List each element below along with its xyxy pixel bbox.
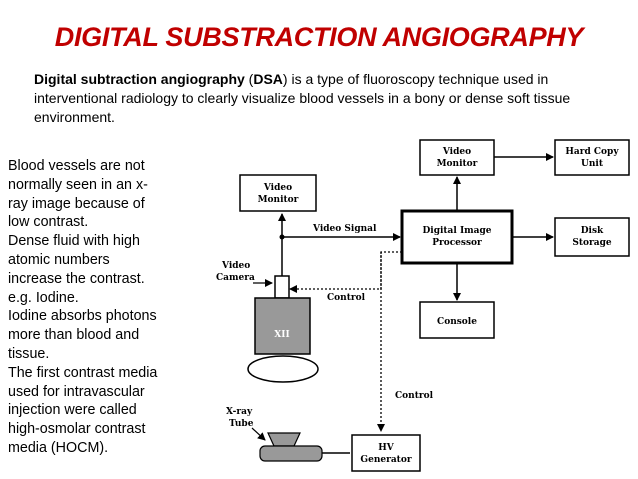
hard-copy-unit-box [554, 139, 630, 176]
hard-copy-label-1: Hard Copy [565, 147, 619, 157]
side-line: Blood vessels are not [8, 158, 145, 174]
video-monitor-left-box [239, 174, 317, 212]
video-monitor-right-label-1: Video [442, 147, 471, 157]
side-line: media (HOCM). [8, 439, 109, 456]
page-title: DIGITAL SUBSTRACTION ANGIOGRAPHY [54, 22, 584, 52]
side-line: high-osmolar contrast [8, 421, 146, 438]
patient-ellipse [247, 355, 319, 383]
video-camera-label-1: Video [221, 261, 250, 271]
disk-storage-box [554, 217, 630, 257]
video-monitor-right-box [419, 139, 495, 176]
xray-tube-pointer [251, 427, 266, 441]
xray-tube [267, 432, 301, 447]
video-monitor-left-label-2: Monitor [258, 195, 299, 205]
side-line: Dense fluid with high [8, 233, 140, 250]
video-camera-label-2: Camera [216, 273, 255, 283]
hv-generator-box [351, 434, 421, 472]
intro-open: ( [244, 71, 254, 87]
video-signal-label: Video Signal [312, 224, 377, 234]
intro-abbr: DSA [253, 71, 283, 87]
control-line-upper [289, 251, 402, 293]
intro-rest: ) is a type of fluoroscopy technique use… [34, 71, 571, 125]
side-line: Iodine absorbs photons [8, 308, 157, 325]
digital-image-processor-box [400, 209, 514, 265]
xray-tube-label-1: X-ray [226, 407, 253, 417]
video-monitor-right-label-2: Monitor [437, 159, 478, 169]
processor-label-2: Processor [432, 238, 482, 248]
xray-tube-housing [259, 445, 323, 462]
control-lower-label: Control [395, 391, 434, 401]
video-monitor-left-label-1: Video [263, 183, 292, 193]
hv-label-2: Generator [360, 455, 411, 465]
xray-tube-label-2: Tube [229, 419, 254, 429]
side-line: tissue. [8, 345, 50, 362]
xii-label: XII [274, 330, 289, 340]
side-line: e.g. Iodine. [8, 289, 79, 306]
side-line: injection were called [8, 402, 137, 419]
processor-label-1: Digital Image [422, 226, 491, 236]
control-upper-label: Control [327, 293, 366, 303]
side-line: The first contrast media [8, 364, 158, 381]
disk-label-1: Disk [581, 226, 604, 236]
hv-label-1: HV [378, 443, 395, 453]
disk-label-2: Storage [572, 238, 612, 248]
side-line: increase the contrast. [8, 270, 145, 287]
console-box [419, 301, 495, 339]
side-line: more than blood and [8, 327, 140, 344]
side-line: normally seen in an x- [8, 176, 148, 193]
side-line: used for intravascular [8, 383, 145, 400]
hard-copy-label-2: Unit [581, 159, 604, 169]
console-label: Console [437, 317, 477, 327]
side-line: low contrast. [8, 214, 89, 231]
intro-term: Digital subtraction angiography [34, 71, 245, 87]
side-line: atomic numbers [8, 251, 110, 268]
image-intensifier [254, 297, 311, 355]
intro-paragraph: Digital subtraction angiography (DSA) is… [34, 70, 614, 127]
side-line: ray image because of [8, 195, 145, 212]
side-notes: Blood vessels are not normally seen in a… [8, 157, 190, 458]
video-camera [274, 275, 290, 299]
